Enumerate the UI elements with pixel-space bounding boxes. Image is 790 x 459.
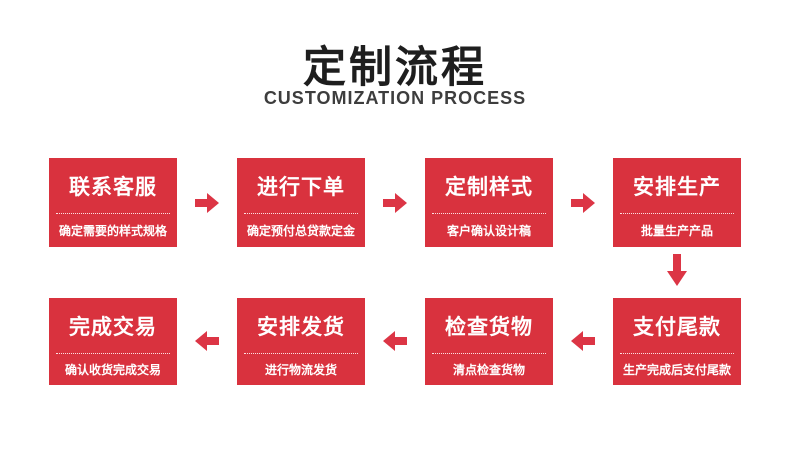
step-sublabel: 清点检查货物 bbox=[452, 363, 525, 377]
step-sublabel: 批量生产产品 bbox=[640, 224, 713, 238]
step-sublabel: 确定需要的样式规格 bbox=[58, 224, 167, 238]
page-subtitle: CUSTOMIZATION PROCESS bbox=[263, 88, 527, 108]
dotted-divider bbox=[620, 353, 734, 354]
dotted-divider bbox=[56, 353, 170, 354]
step-card-arrange-shipping: 安排发货 进行物流发货 bbox=[237, 298, 365, 385]
arrow-left-icon bbox=[571, 331, 595, 351]
dotted-divider bbox=[620, 213, 734, 214]
arrow-right-icon bbox=[571, 193, 595, 213]
step-label: 定制样式 bbox=[445, 175, 533, 199]
step-label: 完成交易 bbox=[69, 315, 157, 339]
arrow-right-icon bbox=[383, 193, 407, 213]
dotted-divider bbox=[244, 213, 358, 214]
step-card-arrange-production: 安排生产 批量生产产品 bbox=[613, 158, 741, 247]
step-label: 安排生产 bbox=[633, 175, 721, 199]
arrow-right-icon bbox=[195, 193, 219, 213]
dotted-divider bbox=[56, 213, 170, 214]
step-card-complete-transaction: 完成交易 确认收货完成交易 bbox=[49, 298, 177, 385]
step-sublabel: 进行物流发货 bbox=[264, 363, 337, 377]
step-label: 安排发货 bbox=[257, 315, 345, 339]
arrow-left-icon bbox=[383, 331, 407, 351]
step-label: 检查货物 bbox=[445, 315, 533, 339]
page-title: 定制流程 bbox=[303, 44, 487, 92]
step-card-custom-style: 定制样式 客户确认设计稿 bbox=[425, 158, 553, 247]
step-sublabel: 生产完成后支付尾款 bbox=[622, 363, 731, 377]
step-label: 支付尾款 bbox=[633, 315, 721, 339]
step-label: 进行下单 bbox=[257, 175, 345, 199]
step-label: 联系客服 bbox=[69, 175, 157, 199]
step-sublabel: 客户确认设计稿 bbox=[446, 224, 531, 238]
step-card-contact-service: 联系客服 确定需要的样式规格 bbox=[49, 158, 177, 247]
step-sublabel: 确定预付总贷款定金 bbox=[246, 224, 355, 238]
dotted-divider bbox=[432, 353, 546, 354]
dotted-divider bbox=[432, 213, 546, 214]
arrow-left-icon bbox=[195, 331, 219, 351]
step-card-inspect-goods: 检查货物 清点检查货物 bbox=[425, 298, 553, 385]
step-card-pay-balance: 支付尾款 生产完成后支付尾款 bbox=[613, 298, 741, 385]
step-card-place-order: 进行下单 确定预付总贷款定金 bbox=[237, 158, 365, 247]
step-sublabel: 确认收货完成交易 bbox=[64, 363, 161, 377]
arrow-down-icon bbox=[667, 254, 687, 286]
dotted-divider bbox=[244, 353, 358, 354]
